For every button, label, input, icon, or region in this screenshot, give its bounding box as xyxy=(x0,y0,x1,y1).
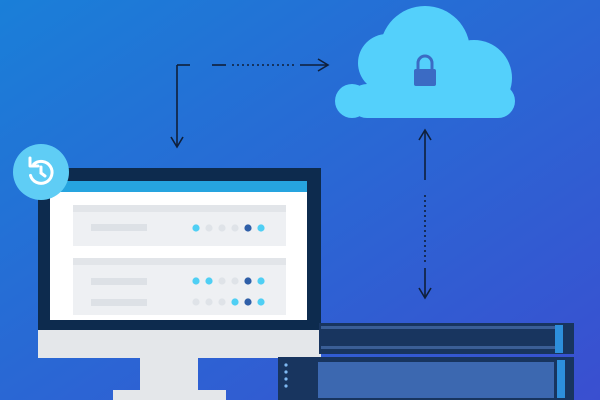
server-front-panel xyxy=(318,362,554,398)
status-dot xyxy=(205,277,213,285)
refresh-icon xyxy=(28,156,54,185)
monitor-stand-foot xyxy=(113,390,226,400)
status-dot xyxy=(192,298,200,306)
monitor-to-cloud-arrow xyxy=(170,58,330,149)
server-rack xyxy=(278,323,574,400)
status-dots xyxy=(192,224,265,306)
placeholder-bar xyxy=(91,299,147,306)
status-dot xyxy=(244,224,252,232)
monitor-screen-header xyxy=(50,181,307,192)
monitor-card-2 xyxy=(73,258,286,315)
status-dot xyxy=(231,277,239,285)
placeholder-bar xyxy=(91,278,147,285)
monitor-stand-neck xyxy=(140,358,198,392)
server-leds xyxy=(284,363,288,388)
status-dot xyxy=(231,298,239,306)
status-dot xyxy=(218,224,226,232)
status-dot xyxy=(231,224,239,232)
cloud xyxy=(335,6,515,118)
status-dot xyxy=(257,224,265,232)
status-dot xyxy=(192,277,200,285)
sync-badge xyxy=(13,144,69,200)
status-dot xyxy=(218,277,226,285)
monitor-chin xyxy=(38,330,321,358)
monitor-card-1 xyxy=(73,205,286,246)
status-dot xyxy=(244,298,252,306)
cloud-to-server-arrow xyxy=(418,128,432,300)
status-dot xyxy=(257,298,265,306)
status-dot xyxy=(244,277,252,285)
status-dot xyxy=(257,277,265,285)
monitor xyxy=(38,168,321,400)
lock-icon xyxy=(414,54,436,86)
status-dot xyxy=(205,298,213,306)
status-dot xyxy=(192,224,200,232)
status-dot xyxy=(218,298,226,306)
placeholder-bar xyxy=(91,224,147,231)
status-dot xyxy=(205,224,213,232)
